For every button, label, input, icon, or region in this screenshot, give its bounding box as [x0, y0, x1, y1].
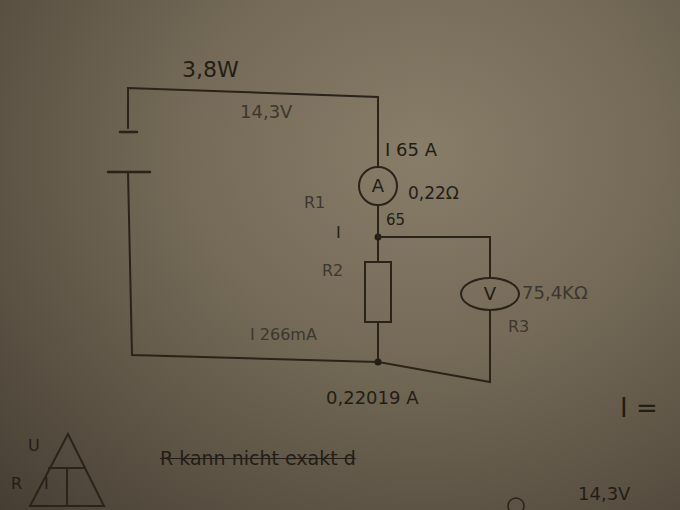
wire	[378, 206, 490, 277]
current-value: 65	[386, 212, 405, 229]
resistor-symbol	[365, 262, 391, 322]
junction-dot	[375, 359, 382, 366]
part-name: R2	[322, 262, 343, 280]
voltmeter-symbol: V	[460, 277, 520, 311]
wire	[128, 172, 378, 362]
node-text: R	[11, 475, 22, 493]
formula-note: I =	[620, 394, 658, 423]
part-name: R3	[508, 318, 529, 336]
divider-line	[66, 468, 68, 506]
battery-plate	[120, 131, 137, 134]
triangle-outline	[30, 434, 104, 506]
node-text: I	[44, 475, 49, 493]
power-value: 3,8W	[182, 58, 239, 82]
node-text: V	[484, 284, 496, 304]
part-name: R1	[304, 194, 325, 212]
node-text: A	[372, 176, 384, 196]
resistance-value: 75,4KΩ	[522, 283, 588, 303]
formula-triangle: URI	[28, 432, 106, 508]
node-text: U	[28, 437, 40, 455]
current-value: 0,22019 A	[326, 388, 418, 408]
wire	[377, 237, 379, 262]
voltage-value: 14,3V	[240, 102, 292, 122]
wire	[128, 88, 378, 166]
voltage-value: 14,3V	[578, 484, 630, 504]
current-value: I 65 A	[385, 140, 437, 160]
resistance-value: 0,22Ω	[408, 184, 459, 203]
pencil-mark	[508, 498, 524, 510]
struck-note: R kann nicht exakt d	[160, 448, 356, 469]
wire	[378, 311, 490, 382]
current-symbol: I	[336, 224, 341, 242]
current-value: I 266mA	[250, 326, 317, 344]
ammeter-symbol: A	[358, 166, 398, 206]
